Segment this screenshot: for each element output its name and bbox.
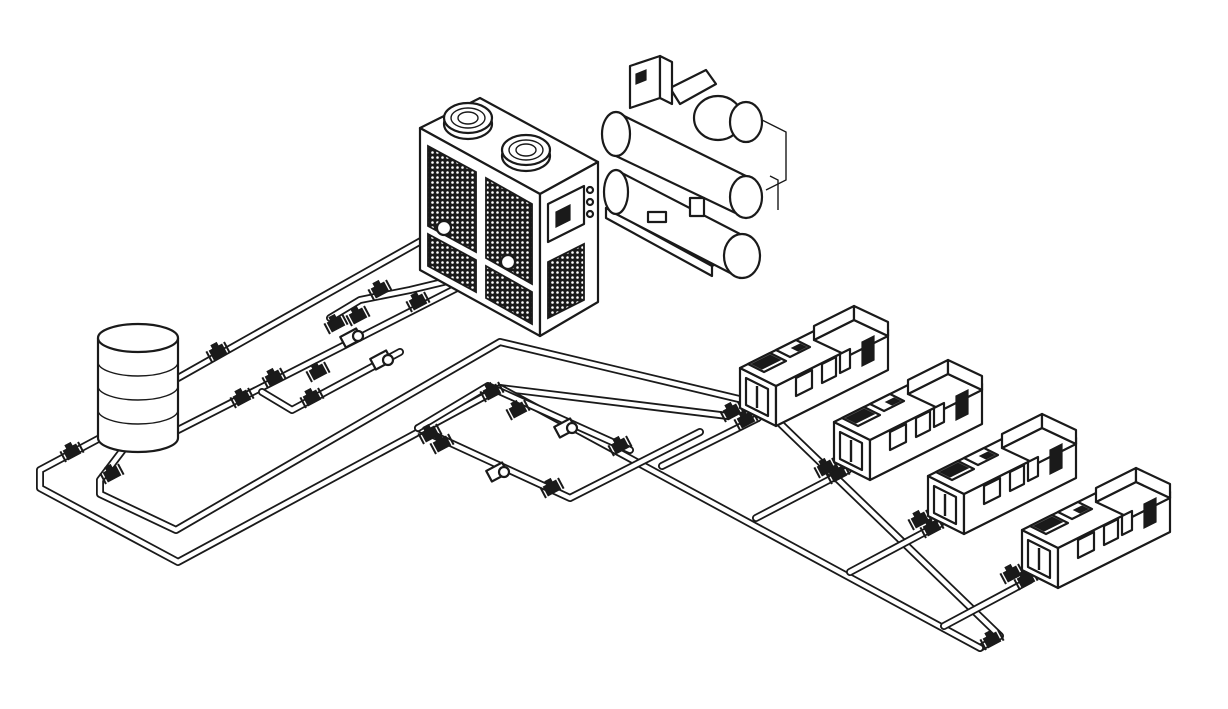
valve-icon: [99, 463, 125, 485]
valve-icon: [261, 367, 287, 389]
indoor-unit-2: [832, 358, 984, 482]
valve-icon: [733, 409, 759, 431]
valve-icon: [229, 387, 255, 409]
valve-icon: [607, 435, 633, 457]
valve-icon: [907, 509, 933, 531]
valve-icon: [323, 313, 349, 335]
storage-tank: [96, 322, 180, 454]
valve-icon: [979, 629, 1005, 651]
pipe-network: [36, 224, 1034, 652]
air-source-heat-pump: [418, 96, 600, 338]
indoor-unit-1: [738, 304, 890, 428]
valve-icon: [479, 381, 505, 403]
valve-icon: [429, 433, 455, 455]
secondary-pump-group: [485, 417, 579, 483]
indoor-unit-group: [738, 304, 1172, 590]
valve-set: [59, 279, 1039, 651]
valve-icon: [299, 387, 325, 409]
valve-icon: [539, 477, 565, 499]
indoor-unit-4: [1020, 466, 1172, 590]
water-cooled-chiller: [600, 54, 787, 280]
valve-icon: [59, 441, 85, 463]
valve-icon: [305, 361, 331, 383]
primary-pump-group: [339, 327, 395, 371]
indoor-unit-3: [926, 412, 1078, 536]
valve-icon: [345, 305, 371, 327]
valve-icon: [505, 399, 531, 421]
valve-icon: [405, 291, 431, 313]
valve-icon: [919, 517, 945, 539]
valve-icon: [205, 341, 231, 363]
valve-icon: [719, 401, 745, 423]
valve-icon: [367, 279, 393, 301]
valve-icon: [417, 423, 443, 445]
